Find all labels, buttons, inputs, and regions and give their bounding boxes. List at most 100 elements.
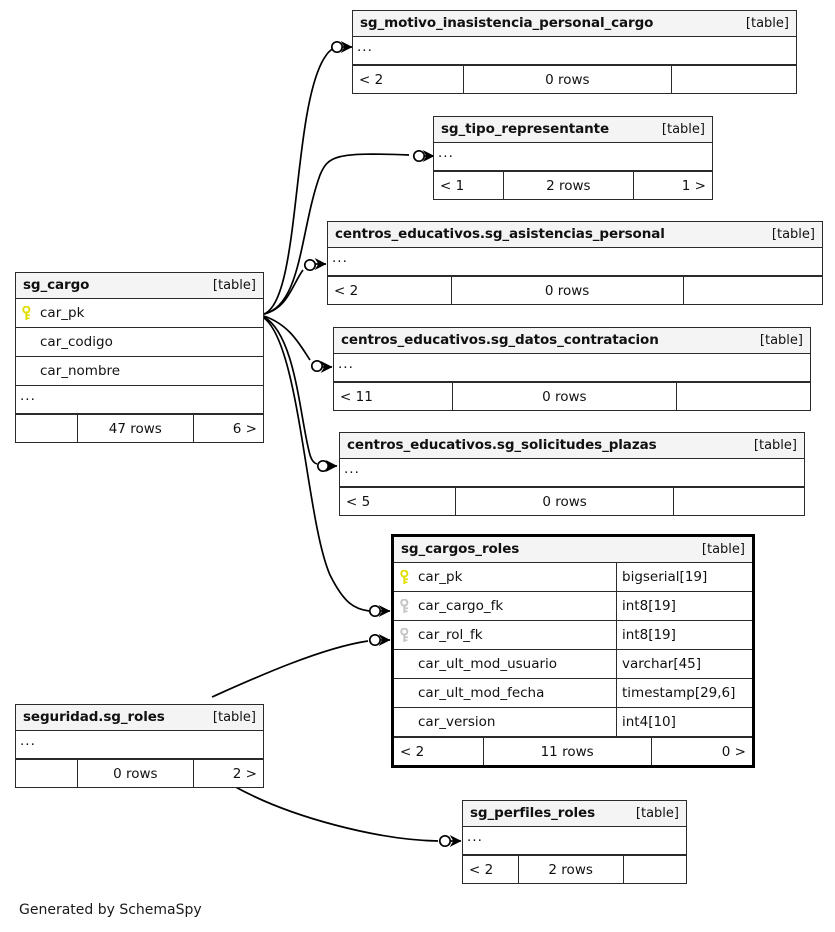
footer-children-count: 6 >	[232, 420, 257, 437]
table-type-label: [table]	[212, 277, 256, 293]
no-key-spacer-icon	[22, 364, 35, 379]
table-header: sg_tipo_representante [table]	[434, 117, 712, 143]
table-type-label: [table]	[771, 226, 815, 242]
footer-parents-count	[16, 415, 78, 442]
primary-key-icon	[22, 305, 35, 321]
column-name-cell: car_rol_fk	[394, 627, 616, 643]
edge-sg_cargo-to-centros_educativos.sg_asistencias_personal	[263, 269, 304, 315]
table-footer: < 2 0 rows	[353, 65, 796, 93]
column-name-cell: car_nombre	[16, 363, 263, 379]
footer-parents-count: < 2	[328, 277, 452, 304]
column-name-cell: car_pk	[16, 305, 263, 321]
table-name: sg_cargo	[23, 277, 90, 293]
column-label: car_nombre	[40, 363, 121, 379]
column-label: car_cargo_fk	[418, 598, 504, 614]
column-label: car_pk	[418, 569, 463, 585]
footer-children-count: 1 >	[681, 177, 706, 194]
table-footer: < 2 0 rows	[328, 276, 822, 304]
edge-seguridad.sg_roles-to-sg_perfiles_roles	[231, 784, 439, 842]
footer-children-count: 2 >	[232, 765, 257, 782]
edge-sg_cargo-to-centros_educativos.sg_datos_contratacion	[263, 315, 311, 361]
table-header: sg_perfiles_roles [table]	[463, 801, 686, 827]
primary-key-icon	[400, 569, 413, 585]
table-header: sg_motivo_inasistencia_personal_cargo [t…	[353, 11, 796, 37]
footer-row-count: 2 rows	[519, 856, 624, 883]
column-name-cell: car_version	[394, 714, 616, 730]
footer-row-count: 11 rows	[484, 738, 652, 765]
column-type: int4[10]	[616, 708, 752, 736]
column-label: car_rol_fk	[418, 627, 483, 643]
column-name-cell: car_ult_mod_usuario	[394, 656, 616, 672]
footer-row-count: 0 rows	[456, 488, 675, 515]
table-node-centros_educativos-sg_datos_contratacion[interactable]: centros_educativos.sg_datos_contratacion…	[333, 327, 811, 411]
column-type: int8[19]	[616, 621, 752, 649]
generated-by-credit: Generated by SchemaSpy	[19, 902, 202, 918]
table-name: centros_educativos.sg_asistencias_person…	[335, 226, 665, 242]
no-key-spacer-icon	[400, 715, 413, 730]
column-row-car_pk[interactable]: car_pk	[16, 299, 263, 328]
edge-seguridad.sg_roles-to-sg_cargos_roles	[211, 640, 369, 698]
table-node-centros_educativos-sg_asistencias_personal[interactable]: centros_educativos.sg_asistencias_person…	[327, 221, 823, 305]
footer-parents-count: < 1	[434, 172, 504, 199]
table-ellipsis-row: ...	[463, 827, 686, 855]
table-ellipsis-row: ...	[328, 248, 822, 276]
table-ellipsis-row: ...	[353, 37, 796, 65]
table-type-label: [table]	[759, 332, 803, 348]
table-footer: 0 rows 2 >	[16, 759, 263, 787]
column-row-car_cargo_fk[interactable]: car_cargo_fk int8[19]	[394, 592, 752, 621]
footer-children-count	[674, 488, 804, 515]
table-node-seguridad-sg_roles[interactable]: seguridad.sg_roles [table] ... 0 rows 2 …	[15, 704, 264, 788]
edge-sg_cargo-to-centros_educativos.sg_solicitudes_plazas	[263, 316, 318, 465]
column-label: car_ult_mod_usuario	[418, 656, 558, 672]
table-type-label: [table]	[701, 541, 745, 557]
column-type: timestamp[29,6]	[616, 679, 752, 707]
footer-parents-count: < 2	[463, 856, 519, 883]
table-node-sg_tipo_representante[interactable]: sg_tipo_representante [table] ... < 1 2 …	[433, 116, 713, 200]
footer-row-count: 2 rows	[504, 172, 635, 199]
table-ellipsis-row: ...	[340, 459, 804, 487]
table-footer: < 1 2 rows 1 >	[434, 171, 712, 199]
table-header: seguridad.sg_roles [table]	[16, 705, 263, 731]
table-name: sg_tipo_representante	[441, 121, 609, 137]
table-name: sg_motivo_inasistencia_personal_cargo	[360, 15, 654, 31]
table-ellipsis-row: ...	[16, 731, 263, 759]
footer-children-count	[677, 383, 810, 410]
table-name: sg_cargos_roles	[401, 541, 520, 557]
foreign-key-icon	[400, 598, 413, 614]
table-node-sg_perfiles_roles[interactable]: sg_perfiles_roles [table] ... < 2 2 rows	[462, 800, 687, 884]
table-node-centros_educativos-sg_solicitudes_plazas[interactable]: centros_educativos.sg_solicitudes_plazas…	[339, 432, 805, 516]
column-type: int8[19]	[616, 592, 752, 620]
table-name: seguridad.sg_roles	[23, 709, 165, 725]
foreign-key-icon	[400, 627, 413, 643]
footer-row-count: 0 rows	[78, 760, 194, 787]
footer-row-count: 47 rows	[78, 415, 194, 442]
table-header: sg_cargo [table]	[16, 273, 263, 299]
column-name-cell: car_codigo	[16, 334, 263, 350]
column-row-car_rol_fk[interactable]: car_rol_fk int8[19]	[394, 621, 752, 650]
no-key-spacer-icon	[400, 657, 413, 672]
column-type: varchar[45]	[616, 650, 752, 678]
table-footer: 47 rows 6 >	[16, 414, 263, 442]
no-key-spacer-icon	[400, 686, 413, 701]
footer-parents-count: < 11	[334, 383, 453, 410]
table-node-sg_cargo[interactable]: sg_cargo [table] car_pk car_codigo	[15, 272, 264, 443]
column-row-car_ult_mod_fecha[interactable]: car_ult_mod_fecha timestamp[29,6]	[394, 679, 752, 708]
footer-children-count: 0 >	[721, 743, 746, 760]
footer-row-count: 0 rows	[453, 383, 677, 410]
table-type-label: [table]	[212, 709, 256, 725]
footer-parents-count: < 2	[353, 66, 464, 93]
table-ellipsis-row: ...	[434, 143, 712, 171]
column-row-car_nombre[interactable]: car_nombre	[16, 357, 263, 386]
footer-parents-count: < 2	[394, 738, 484, 765]
footer-children-count	[624, 856, 686, 883]
footer-row-count: 0 rows	[464, 66, 672, 93]
footer-children-count	[672, 66, 796, 93]
column-row-car_version[interactable]: car_version int4[10]	[394, 708, 752, 737]
column-row-car_codigo[interactable]: car_codigo	[16, 328, 263, 357]
table-node-sg_motivo_inasistencia_personal_cargo[interactable]: sg_motivo_inasistencia_personal_cargo [t…	[352, 10, 797, 94]
column-row-car_ult_mod_usuario[interactable]: car_ult_mod_usuario varchar[45]	[394, 650, 752, 679]
column-row-car_pk[interactable]: car_pk bigserial[19]	[394, 563, 752, 592]
table-header: sg_cargos_roles [table]	[394, 537, 752, 563]
table-footer: < 5 0 rows	[340, 487, 804, 515]
table-node-sg_cargos_roles[interactable]: sg_cargos_roles [table] car_pk bigserial…	[391, 534, 755, 768]
